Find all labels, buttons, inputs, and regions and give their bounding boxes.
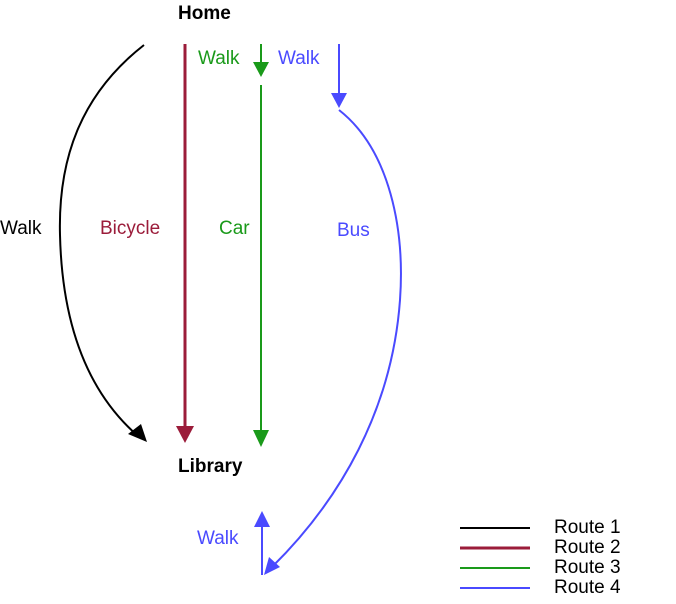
library-node-label: Library <box>178 456 243 477</box>
route4-walk-top-arrowhead <box>331 93 347 108</box>
route4-walk-bottom-label: Walk <box>197 528 239 549</box>
route3-car-label: Car <box>219 218 250 239</box>
route3-walk-label: Walk <box>198 48 240 69</box>
route1-walk-edge <box>58 44 145 437</box>
route2-bicycle-label: Bicycle <box>100 218 160 239</box>
route4-walk-bottom-arrowhead <box>254 511 270 527</box>
home-node-label: Home <box>178 3 231 24</box>
route4-walk-top-label: Walk <box>278 48 320 69</box>
route1-arrowhead <box>128 424 147 442</box>
route4-bus-arrowhead <box>264 557 280 575</box>
legend-label-route4: Route 4 <box>554 577 621 598</box>
route1-walk-label: Walk <box>0 218 42 239</box>
legend-label-route3: Route 3 <box>554 557 621 578</box>
route4-bus-label: Bus <box>337 220 370 241</box>
route4-bus-edge <box>271 109 402 568</box>
legend-label-route2: Route 2 <box>554 537 621 558</box>
route3-walk-arrowhead <box>253 62 269 77</box>
legend-label-route1: Route 1 <box>554 517 621 538</box>
route2-arrowhead <box>176 426 194 443</box>
route3-car-arrowhead <box>253 430 269 447</box>
legend: Route 1 Route 2 Route 3 Route 4 <box>460 517 621 598</box>
